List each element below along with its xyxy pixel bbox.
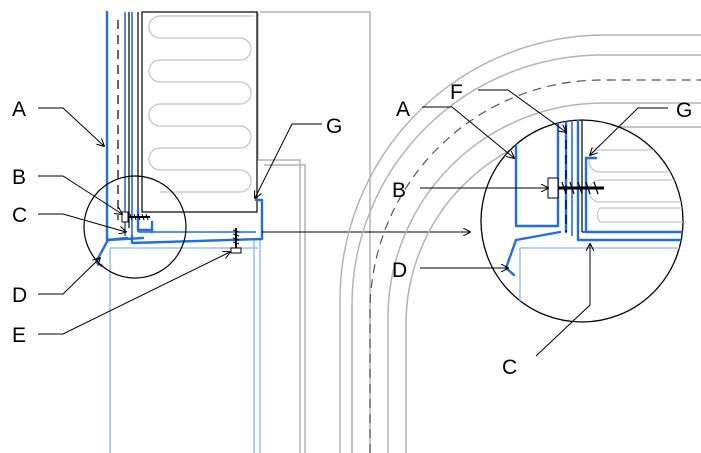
leader-E (38, 252, 230, 335)
callout-label-A: A (12, 98, 26, 121)
flashing-A-zoom (514, 120, 560, 228)
leader-B (38, 175, 122, 214)
leader-C-right (535, 244, 590, 357)
curve-dash (369, 79, 701, 453)
flashing-drip-zoom (504, 230, 562, 277)
callout-label-A-right: A (396, 98, 410, 121)
curve-outline (387, 102, 701, 453)
callout-label-B-right: B (392, 179, 406, 202)
leader-D (38, 258, 100, 295)
screw-E (230, 228, 242, 254)
left-detail: A B C D E G (12, 10, 470, 453)
detail-circle (83, 175, 187, 279)
leader-G (255, 123, 322, 198)
right-detail: A F G B D C (339, 34, 701, 453)
callout-label-G: G (326, 115, 342, 138)
leader-A-right (422, 106, 514, 158)
callout-label-C: C (12, 204, 27, 227)
callout-label-B: B (12, 166, 26, 189)
insulation-box (141, 11, 258, 213)
callout-label-F: F (450, 81, 463, 104)
leader-C (38, 213, 126, 232)
wall-outline (264, 164, 306, 453)
screw-B (121, 211, 150, 223)
leader-G-right (590, 107, 668, 155)
callout-label-D: D (12, 284, 27, 307)
callout-label-C-right: C (502, 356, 517, 379)
wall-outline (260, 11, 371, 453)
leader-A (38, 107, 104, 146)
callout-label-G-right: G (676, 99, 692, 122)
flashing-base (130, 198, 264, 245)
curve-outline (351, 54, 701, 453)
wall-outline (257, 12, 301, 453)
callout-label-E: E (12, 324, 26, 347)
insulation-serpentine (148, 15, 255, 193)
leader-F (478, 89, 566, 132)
curve-outline (339, 34, 701, 453)
flashing-cleat-zoom (584, 156, 683, 234)
callout-label-D-right: D (392, 259, 407, 282)
flashing-base-zoom (576, 120, 683, 242)
